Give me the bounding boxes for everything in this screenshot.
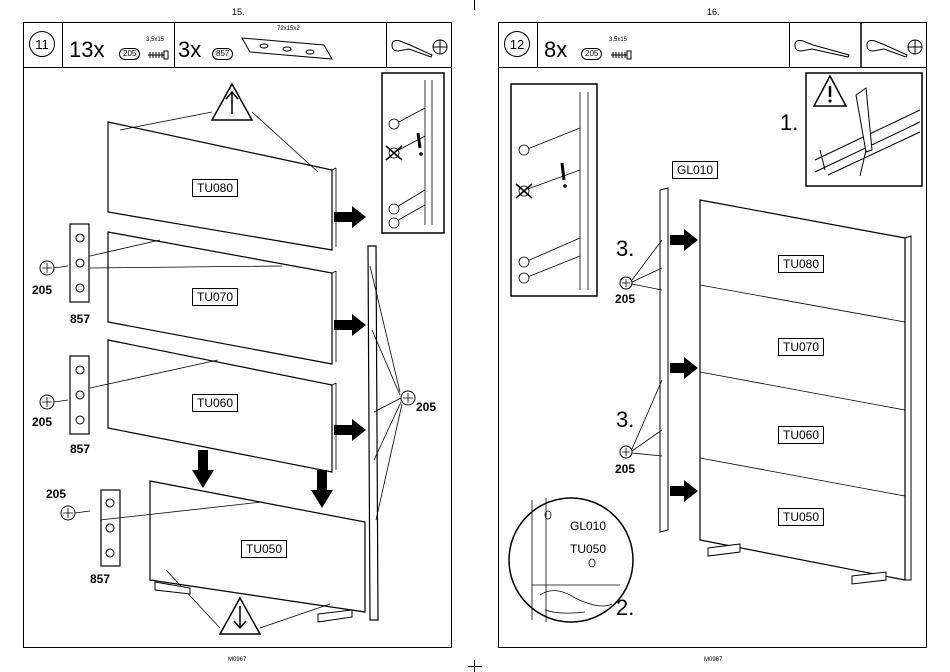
screw-label: 205 xyxy=(615,462,635,476)
detail-label-gl010: GL010 xyxy=(570,519,606,533)
callout-step-3: 3. xyxy=(616,236,634,262)
panel-label-tu050: TU050 xyxy=(778,508,824,526)
panel-label-tu080: TU080 xyxy=(778,255,824,273)
callout-step-3: 3. xyxy=(616,407,634,433)
panel-label-tu070: TU070 xyxy=(778,338,824,356)
callout-step-2: 2. xyxy=(616,595,634,621)
footer-code-right: M0967 xyxy=(704,657,722,663)
detail-label-tu050: TU050 xyxy=(570,542,606,556)
panel-label-tu060: TU060 xyxy=(778,426,824,444)
side-panel-label: GL010 xyxy=(672,161,718,179)
callout-step-1: 1. xyxy=(780,110,798,136)
screw-label: 205 xyxy=(615,292,635,306)
